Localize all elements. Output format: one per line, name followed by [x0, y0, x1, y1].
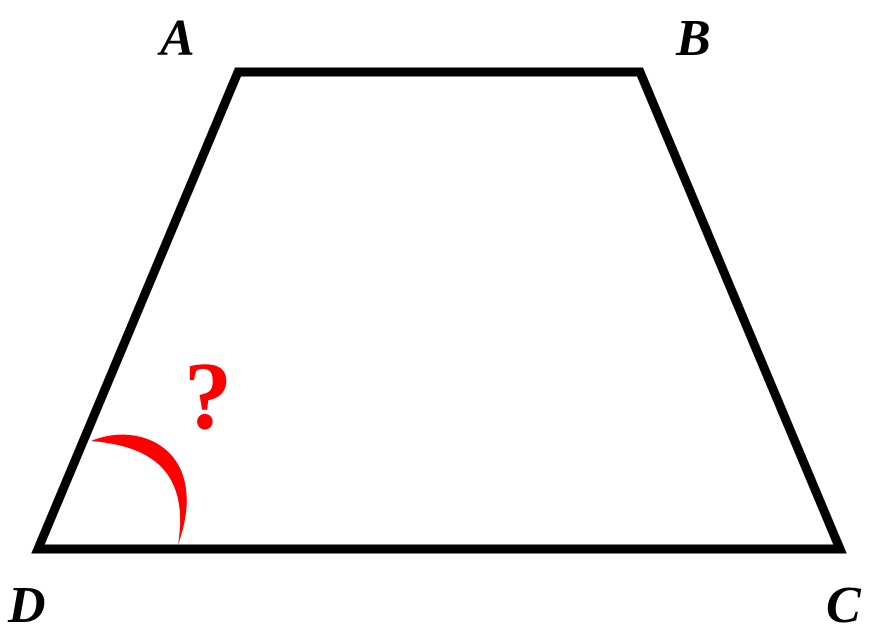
vertex-label-b: B [675, 10, 711, 67]
angle-d-arc [91, 434, 187, 545]
vertex-label-d: D [7, 577, 46, 629]
vertex-label-a: A [157, 10, 195, 67]
angle-d-question-mark: ? [184, 342, 232, 449]
vertex-label-c: C [826, 577, 862, 629]
trapezoid-abcd [31, 67, 847, 554]
